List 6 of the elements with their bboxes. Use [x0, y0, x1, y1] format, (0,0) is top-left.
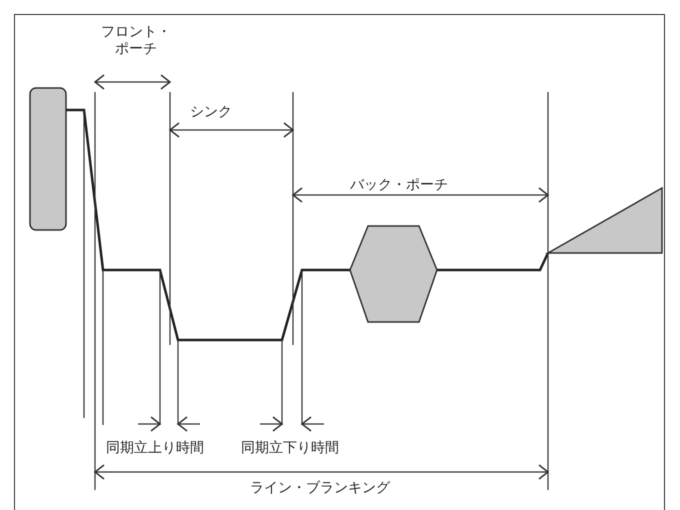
dimension-label: ライン・ブランキング — [250, 480, 390, 497]
dimension-label: バック・ポーチ — [350, 177, 448, 194]
dimension-label: 同期立上り時間 — [106, 440, 204, 457]
dimension-label: シンク — [190, 104, 232, 121]
dimension-label: フロント・ポーチ — [100, 24, 172, 58]
dimension-label: 同期立下り時間 — [241, 440, 339, 457]
